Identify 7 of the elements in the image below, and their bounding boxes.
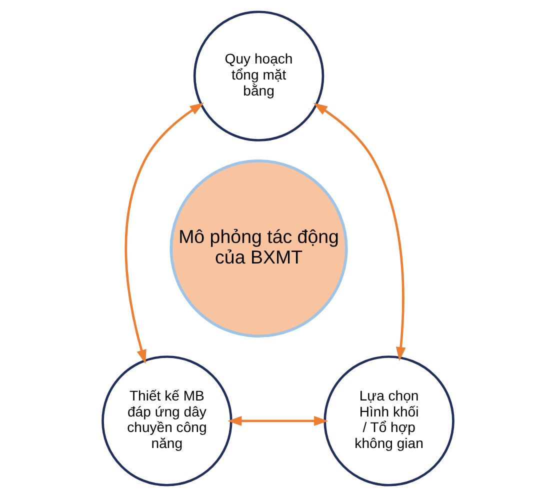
node-circle: Lựa chọn Hình khối / Tổ hợp không gian (323, 356, 454, 486)
node-circle: Mô phỏng tác động của BXMT (169, 159, 348, 338)
arrow (312, 102, 406, 362)
node-circle: Quy hoạch tổng mặt bằng (192, 10, 324, 142)
node-circle: Thiết kế MB đáp ứng dây chuyền công năng (101, 356, 232, 486)
arrow (227, 416, 328, 426)
arrow (124, 102, 204, 364)
